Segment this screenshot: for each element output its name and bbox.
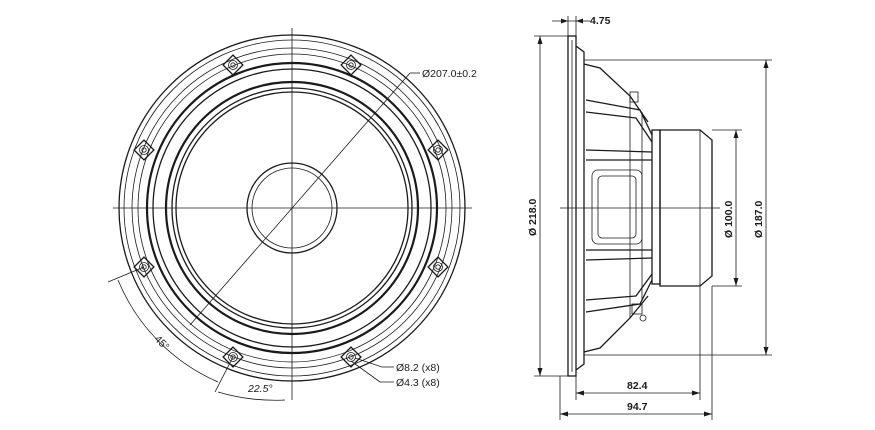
angle-extension-line [214,356,234,393]
motor-plate [651,129,661,285]
basket-arm-mid-upper [585,149,653,153]
basket-arm-lower [585,273,653,301]
mounting-hole [222,346,244,368]
basket-arm-mid-lower-b [585,257,653,261]
mounting-hole [340,54,362,76]
hole-inner-leader [350,360,394,383]
gasket-ring-inner [152,68,432,348]
front-view: Ø207.0±0.2 Ø8.2 (x8) Ø4.3 (x8) 45° 22.5° [107,28,477,401]
overall-depth-label: 94.7 [627,401,648,413]
outer-diameter-label: Ø 218.0 [527,198,539,236]
terminal-screw [639,314,647,322]
bolt-circle-diameter-label: Ø207.0±0.2 [422,68,477,80]
depth-to-magnet-label: 82.4 [627,380,648,392]
flange-thickness-label: 4.75 [590,15,611,27]
hole-outer-label: Ø8.2 (x8) [396,362,440,374]
mounting-hole [427,139,449,161]
mounting-flange-ring [131,47,453,369]
frame-outer-edge-inner-line [123,39,461,377]
basket-arm-upper-inner [585,111,653,143]
mounting-hole [133,256,155,278]
terminal-bottom [631,303,643,315]
arrow [576,390,584,396]
mounting-hole [222,54,244,76]
basket-rim-top [583,63,649,123]
basket-window-inner [597,175,637,239]
magnet-diameter-label: Ø 100.0 [723,200,735,238]
mounting-hole [133,139,155,161]
mounting-hole [427,256,449,278]
basket-window [591,169,643,245]
arrow [537,368,543,376]
frame-outer-edge [118,34,466,382]
cone-edge [175,91,409,325]
arrow [560,411,568,417]
basket-arm-upper [585,99,653,136]
arrow [704,411,712,417]
angle-arc-45 [117,279,219,383]
surround-ring-outer [164,80,420,336]
arrow [576,18,583,24]
angle-45-label: 45° [152,333,172,353]
gasket-ring-outer [145,61,439,355]
arrow [692,390,700,396]
hole-inner-label: Ø4.3 (x8) [396,377,440,389]
angle-arc-22-5 [217,391,286,401]
arrow [561,18,568,24]
angle-extension-line [107,266,145,283]
mounting-holes [133,54,449,368]
arrow [733,130,739,138]
mounting-hole [340,346,362,368]
dust-cap-outer [246,162,338,254]
dust-cap-inner [251,167,333,249]
arrow [763,60,769,68]
side-view: 4.75 Ø 218.0 Ø 100.0 Ø 187.0 82.4 [527,15,772,420]
arrow [763,347,769,355]
cutout-diameter-label: Ø 187.0 [753,200,765,238]
front-flange-plate [567,35,577,377]
bolt-circle-line [137,53,447,363]
bolt-circle-diameter-line [189,72,411,326]
angle-22-5-label: 22.5° [247,383,273,395]
terminal-top [629,91,639,103]
arrow [537,36,543,44]
surround-ring-inner [171,87,413,329]
arrow [733,278,739,286]
hole-outer-leader [354,357,394,368]
basket-rim-bottom [583,295,649,353]
